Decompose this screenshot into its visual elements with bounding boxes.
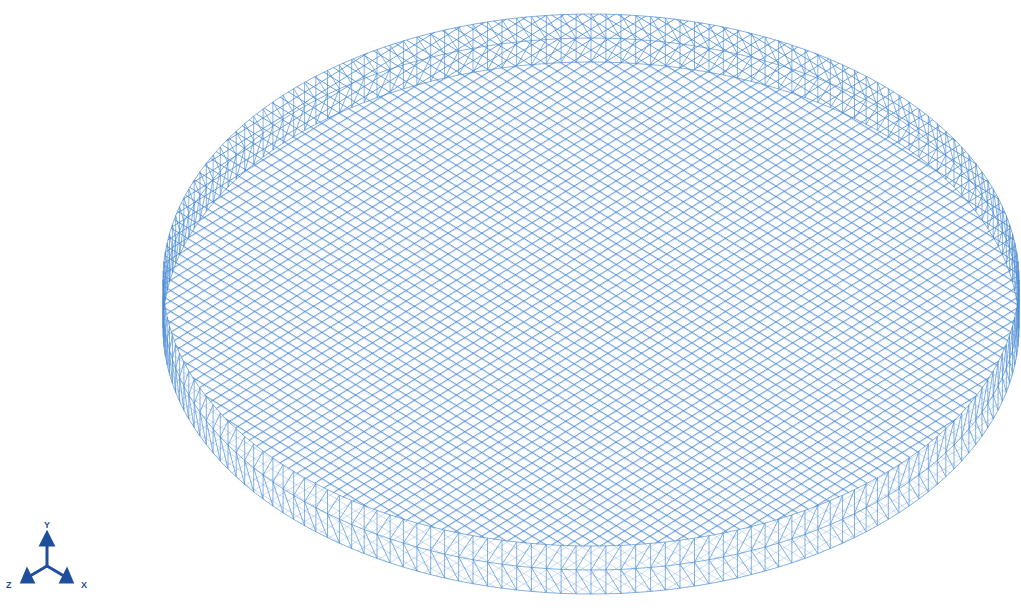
x-axis [47, 566, 64, 576]
y-arrowhead [41, 533, 53, 545]
x-arrowhead [61, 570, 72, 582]
axis-label: X [81, 581, 87, 590]
axis-label: Z [6, 581, 12, 590]
axis-label: Y [44, 521, 50, 530]
z-axis [30, 566, 47, 576]
mesh-lines [163, 14, 1019, 594]
mesh-lines [163, 14, 1019, 546]
z-arrowhead [22, 570, 33, 582]
